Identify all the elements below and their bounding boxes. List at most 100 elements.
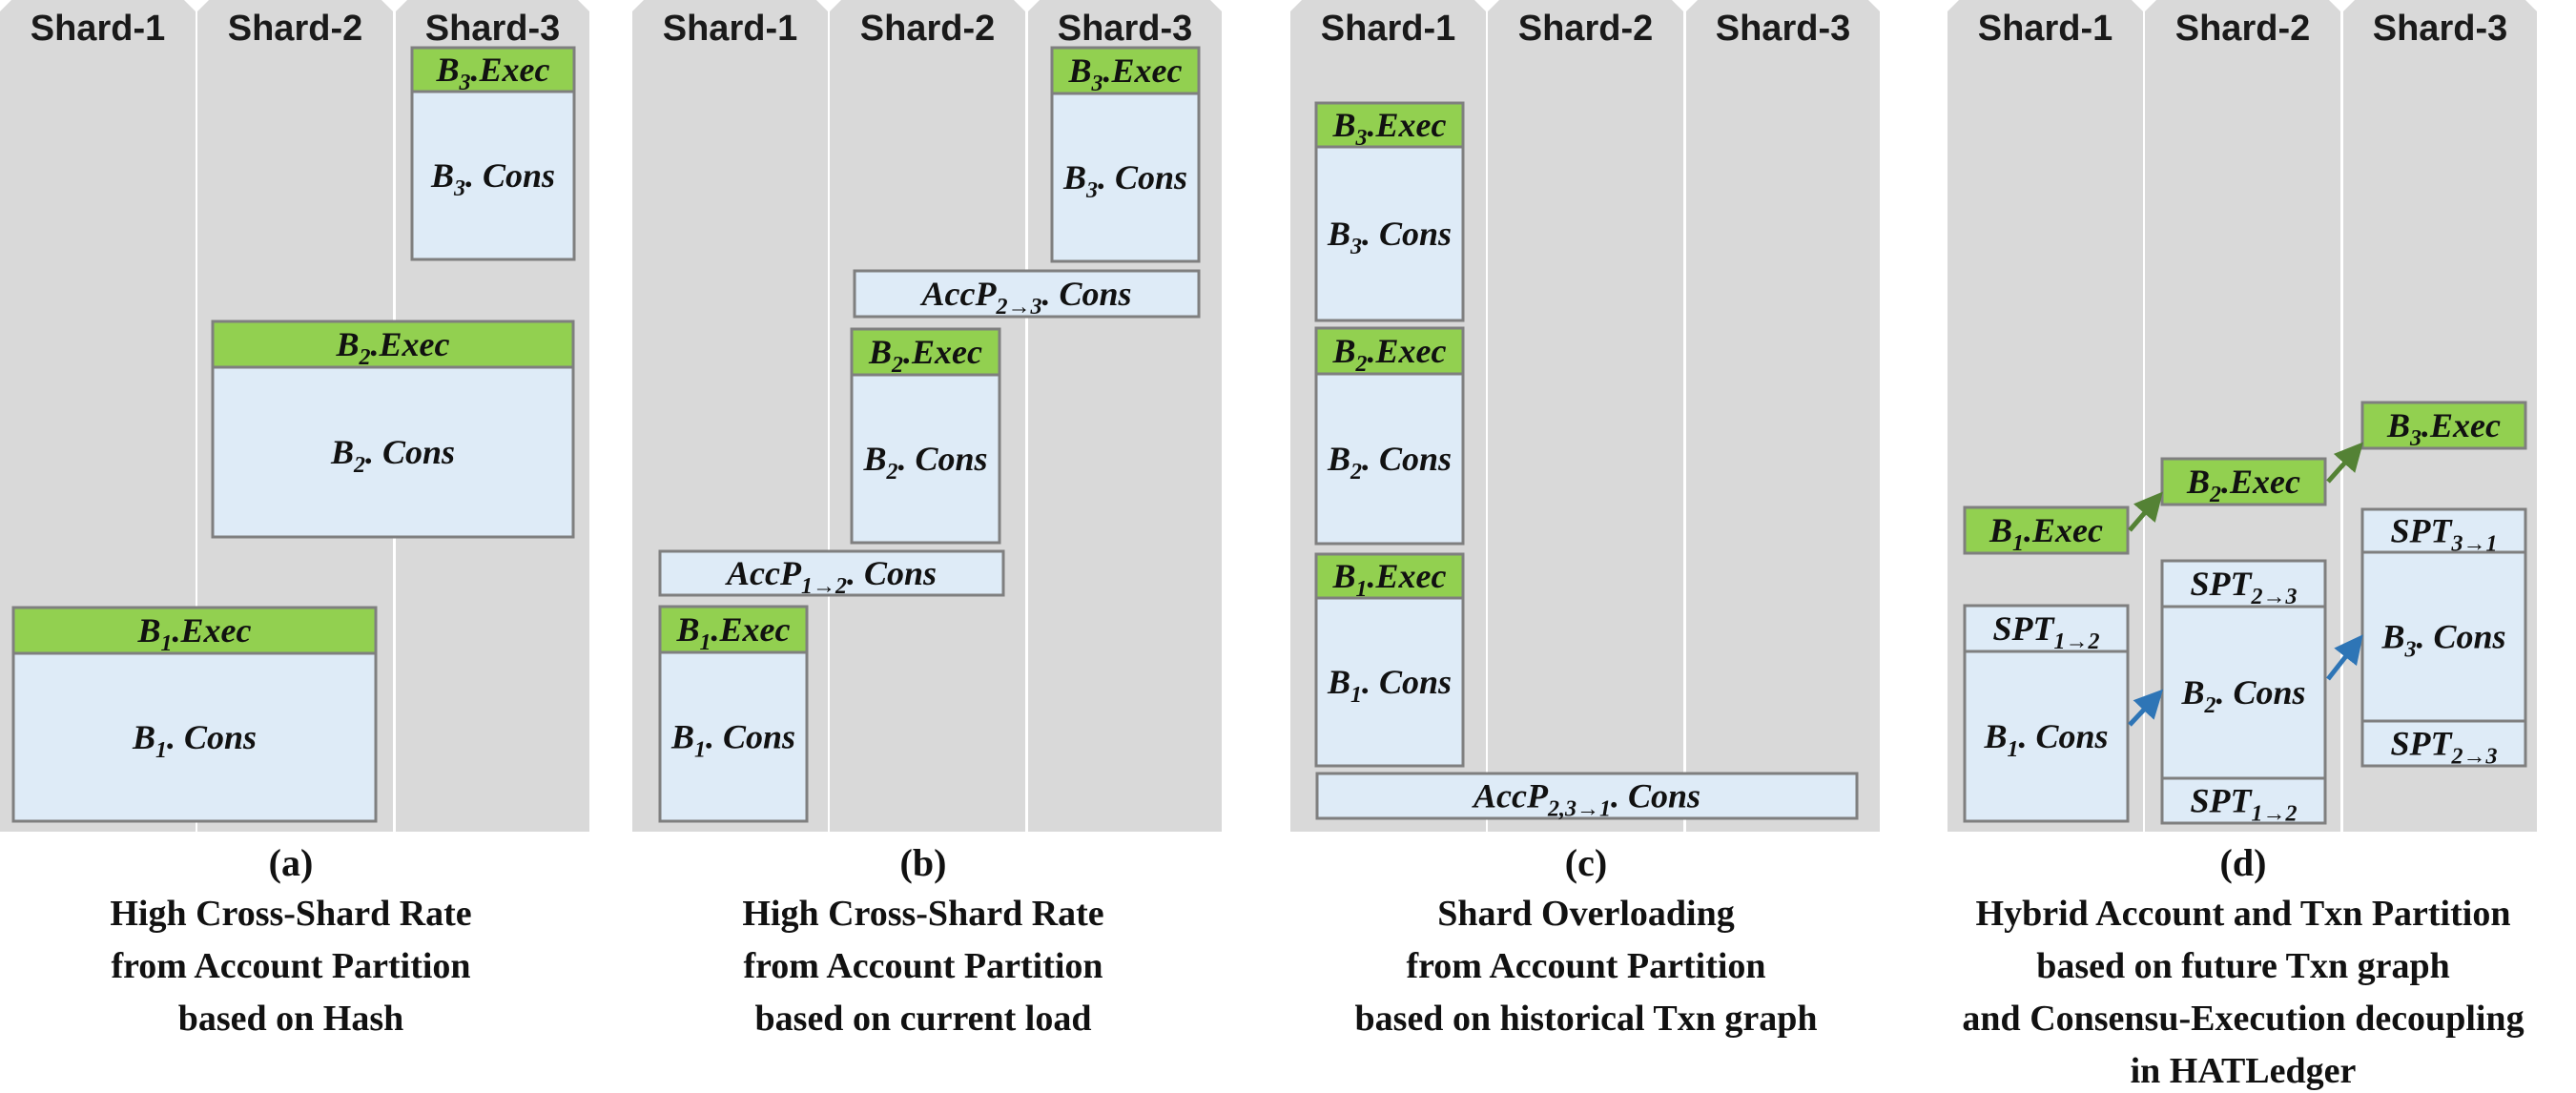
block-rect (211, 320, 575, 369)
cons-block: SPT3→1 (2360, 507, 2527, 556)
caption-line: High Cross-Shard Rate (742, 894, 1103, 934)
panel-letter: (c) (1565, 841, 1607, 884)
block-label: B1.Exec (676, 610, 791, 655)
block-rect (1314, 101, 1465, 149)
shard-title: Shard-1 (1321, 9, 1455, 49)
block-label: B3. Cons (2380, 617, 2505, 662)
block-label: B3. Cons (430, 156, 555, 201)
block-rect (1314, 552, 1465, 600)
block-rect (850, 373, 1001, 545)
block-label: B3. Cons (1062, 158, 1187, 203)
block-label: SPT2→3 (2390, 724, 2497, 769)
block-rect (1314, 596, 1465, 768)
block-rect (1314, 372, 1465, 546)
cons-block: B1. Cons (11, 651, 378, 823)
flow-arrow-icon (2326, 442, 2363, 484)
block-rect (1314, 145, 1465, 322)
shard-title: Shard-1 (663, 9, 797, 49)
cons-block: B3. Cons (410, 90, 576, 261)
block-rect (658, 650, 809, 823)
cons-block: B1. Cons (658, 650, 809, 823)
shard-title: Shard-2 (860, 9, 995, 49)
block-rect (658, 549, 1005, 597)
block-rect (853, 269, 1201, 319)
caption-line: based on current load (755, 999, 1092, 1039)
block-rect (1963, 604, 2130, 653)
block-rect (658, 605, 809, 654)
exec-block: B3.Exec (1050, 46, 1201, 96)
block-rect (1050, 46, 1201, 95)
panel-letter: (d) (2220, 841, 2267, 884)
exec-block: B2.Exec (1314, 326, 1465, 377)
cons-block: SPT2→3 (2360, 719, 2527, 769)
cons-block: B3. Cons (1314, 145, 1465, 322)
exec-block: B3.Exec (410, 46, 576, 95)
shard-title: Shard-3 (425, 9, 560, 49)
panel-letter: (b) (900, 841, 947, 884)
block-label: B1. Cons (670, 717, 795, 762)
block-label: B1. Cons (1327, 663, 1452, 708)
flow-arrow-icon (2128, 689, 2164, 727)
caption-line: in HATLedger (2131, 1051, 2357, 1091)
block-label: B3.Exec (1332, 106, 1447, 151)
block-label: B2. Cons (1327, 440, 1452, 485)
cons-block: SPT1→2 (1963, 604, 2130, 654)
exec-block: B1.Exec (1963, 505, 2130, 556)
block-rect (2160, 457, 2327, 506)
block-rect (2160, 605, 2327, 780)
cons-block: SPT2→3 (2160, 559, 2327, 609)
flow-arrow-icon (2128, 491, 2163, 532)
block-label: SPT1→2 (2190, 781, 2297, 826)
block-label: AccP2,3→1. Cons (1472, 776, 1700, 821)
cons-block: B2. Cons (211, 365, 575, 539)
shard-title: Shard-2 (228, 9, 362, 49)
panel-letter: (a) (269, 841, 314, 884)
shard-title: Shard-1 (31, 9, 165, 49)
block-rect (2160, 559, 2327, 608)
caption-line: Shard Overloading (1437, 894, 1734, 934)
cons-block: SPT1→2 (2160, 776, 2327, 826)
block-label: B2. Cons (330, 433, 455, 478)
exec-block: B2.Exec (211, 320, 575, 370)
shard-title: Shard-3 (1716, 9, 1850, 49)
caption-line: Hybrid Account and Txn Partition (1976, 894, 2511, 934)
cons-block: B2. Cons (850, 373, 1001, 545)
cons-block: B1. Cons (1963, 650, 2130, 823)
shard-title: Shard-3 (2373, 9, 2507, 49)
shard-title: Shard-3 (1058, 9, 1192, 49)
block-label: AccP2→3. Cons (919, 275, 1131, 320)
block-label: B3.Exec (1068, 52, 1183, 96)
caption-line: based on future Txn graph (2036, 946, 2450, 986)
block-rect (211, 365, 575, 539)
block-rect (1963, 650, 2130, 823)
exec-block: B2.Exec (2160, 457, 2327, 507)
block-rect (1963, 505, 2130, 555)
cons-block: B2. Cons (1314, 372, 1465, 546)
block-label: SPT2→3 (2190, 565, 2297, 609)
shard-title: Shard-2 (2175, 9, 2310, 49)
block-label: B3.Exec (436, 51, 550, 95)
block-label: B1.Exec (1989, 511, 2103, 556)
shard-title: Shard-1 (1978, 9, 2112, 49)
block-label: B2.Exec (336, 325, 450, 370)
block-rect (1315, 772, 1859, 820)
block-rect (11, 651, 378, 823)
cons-block: B2. Cons (2160, 605, 2327, 780)
block-rect (2360, 401, 2527, 450)
exec-block: B1.Exec (658, 605, 809, 655)
block-label: B2.Exec (1332, 332, 1447, 377)
block-rect (2160, 776, 2327, 825)
cons-block: B3. Cons (2360, 550, 2527, 723)
cons-block: B3. Cons (1050, 92, 1201, 263)
block-label: B3. Cons (1327, 215, 1452, 259)
block-label: B1. Cons (132, 718, 257, 763)
exec-block: B1.Exec (11, 606, 378, 656)
cons-block: AccP2,3→1. Cons (1315, 772, 1859, 821)
cons-block: AccP1→2. Cons (658, 549, 1005, 599)
flow-arrow-icon (2326, 634, 2363, 681)
exec-block: B3.Exec (2360, 401, 2527, 451)
